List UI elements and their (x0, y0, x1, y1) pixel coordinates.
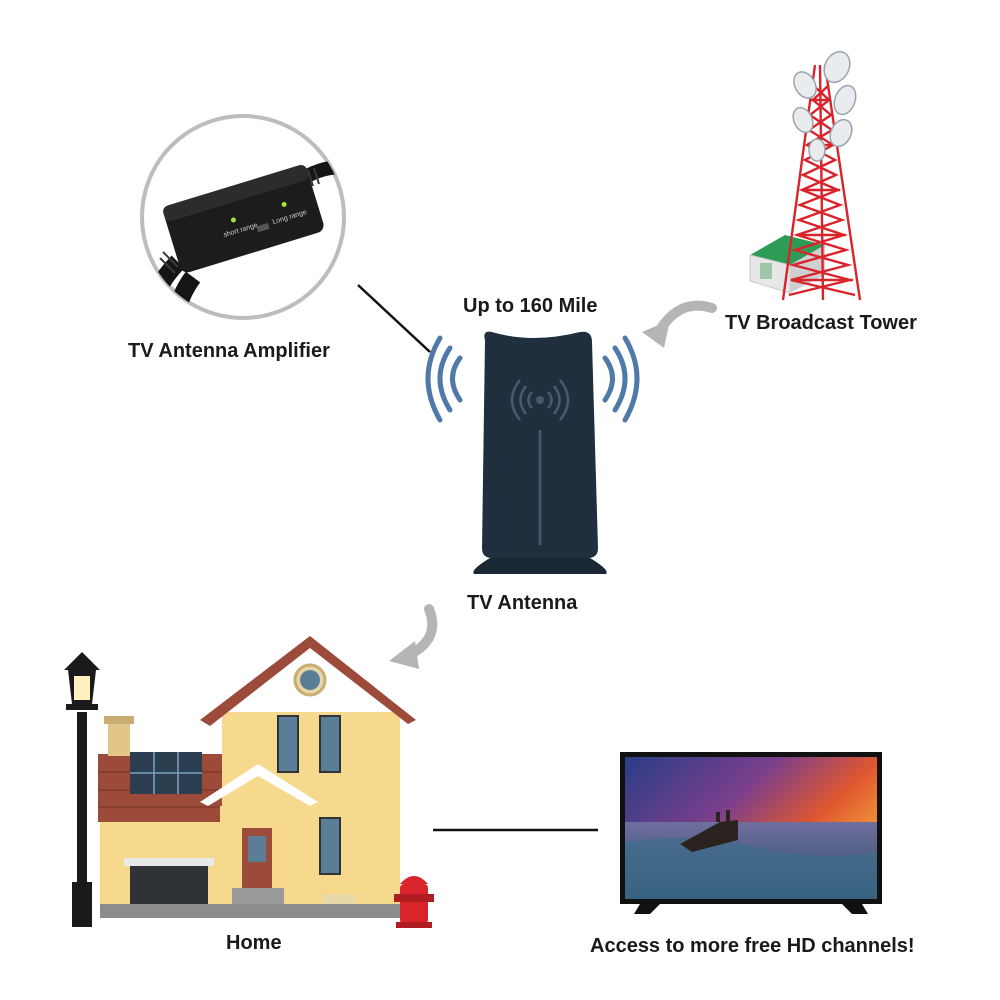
amplifier-label: TV Antenna Amplifier (128, 340, 330, 362)
tv-antenna (425, 331, 640, 574)
house-foundation (100, 904, 402, 918)
amplifier-figure: short range Long range (138, 112, 348, 322)
amplifier-circle (140, 114, 346, 320)
tv-screen-rocks (680, 820, 738, 852)
tower-label: TV Broadcast Tower (725, 312, 917, 334)
antenna-label: TV Antenna (467, 592, 578, 614)
porch-roof (200, 764, 318, 806)
range-label: Up to 160 Mile (463, 295, 598, 317)
indicator-led-short (230, 217, 236, 223)
antenna-stand (473, 558, 607, 574)
arrow-antenna-to-home (389, 604, 438, 669)
tv-leg-left (634, 904, 660, 914)
amplifier-body (163, 165, 324, 273)
broadcast-tower (749, 50, 862, 301)
chimney (108, 720, 130, 756)
tv-label: Access to more free HD channels! (590, 935, 915, 957)
arrow-tower-to-antenna (642, 300, 717, 348)
hd-television (620, 752, 882, 914)
antenna-emblem (510, 379, 570, 545)
house-windows (277, 715, 341, 875)
signal-waves-left (425, 335, 463, 423)
signal-waves-right (602, 335, 640, 423)
home-house (64, 636, 434, 928)
street-lamp (64, 652, 100, 927)
indicator-led-long (281, 201, 287, 207)
connector-amplifier-antenna (357, 284, 431, 353)
fire-hydrant (394, 876, 434, 928)
tower-dishes (792, 50, 857, 162)
tv-leg-right (842, 904, 868, 914)
home-label: Home (226, 932, 282, 954)
